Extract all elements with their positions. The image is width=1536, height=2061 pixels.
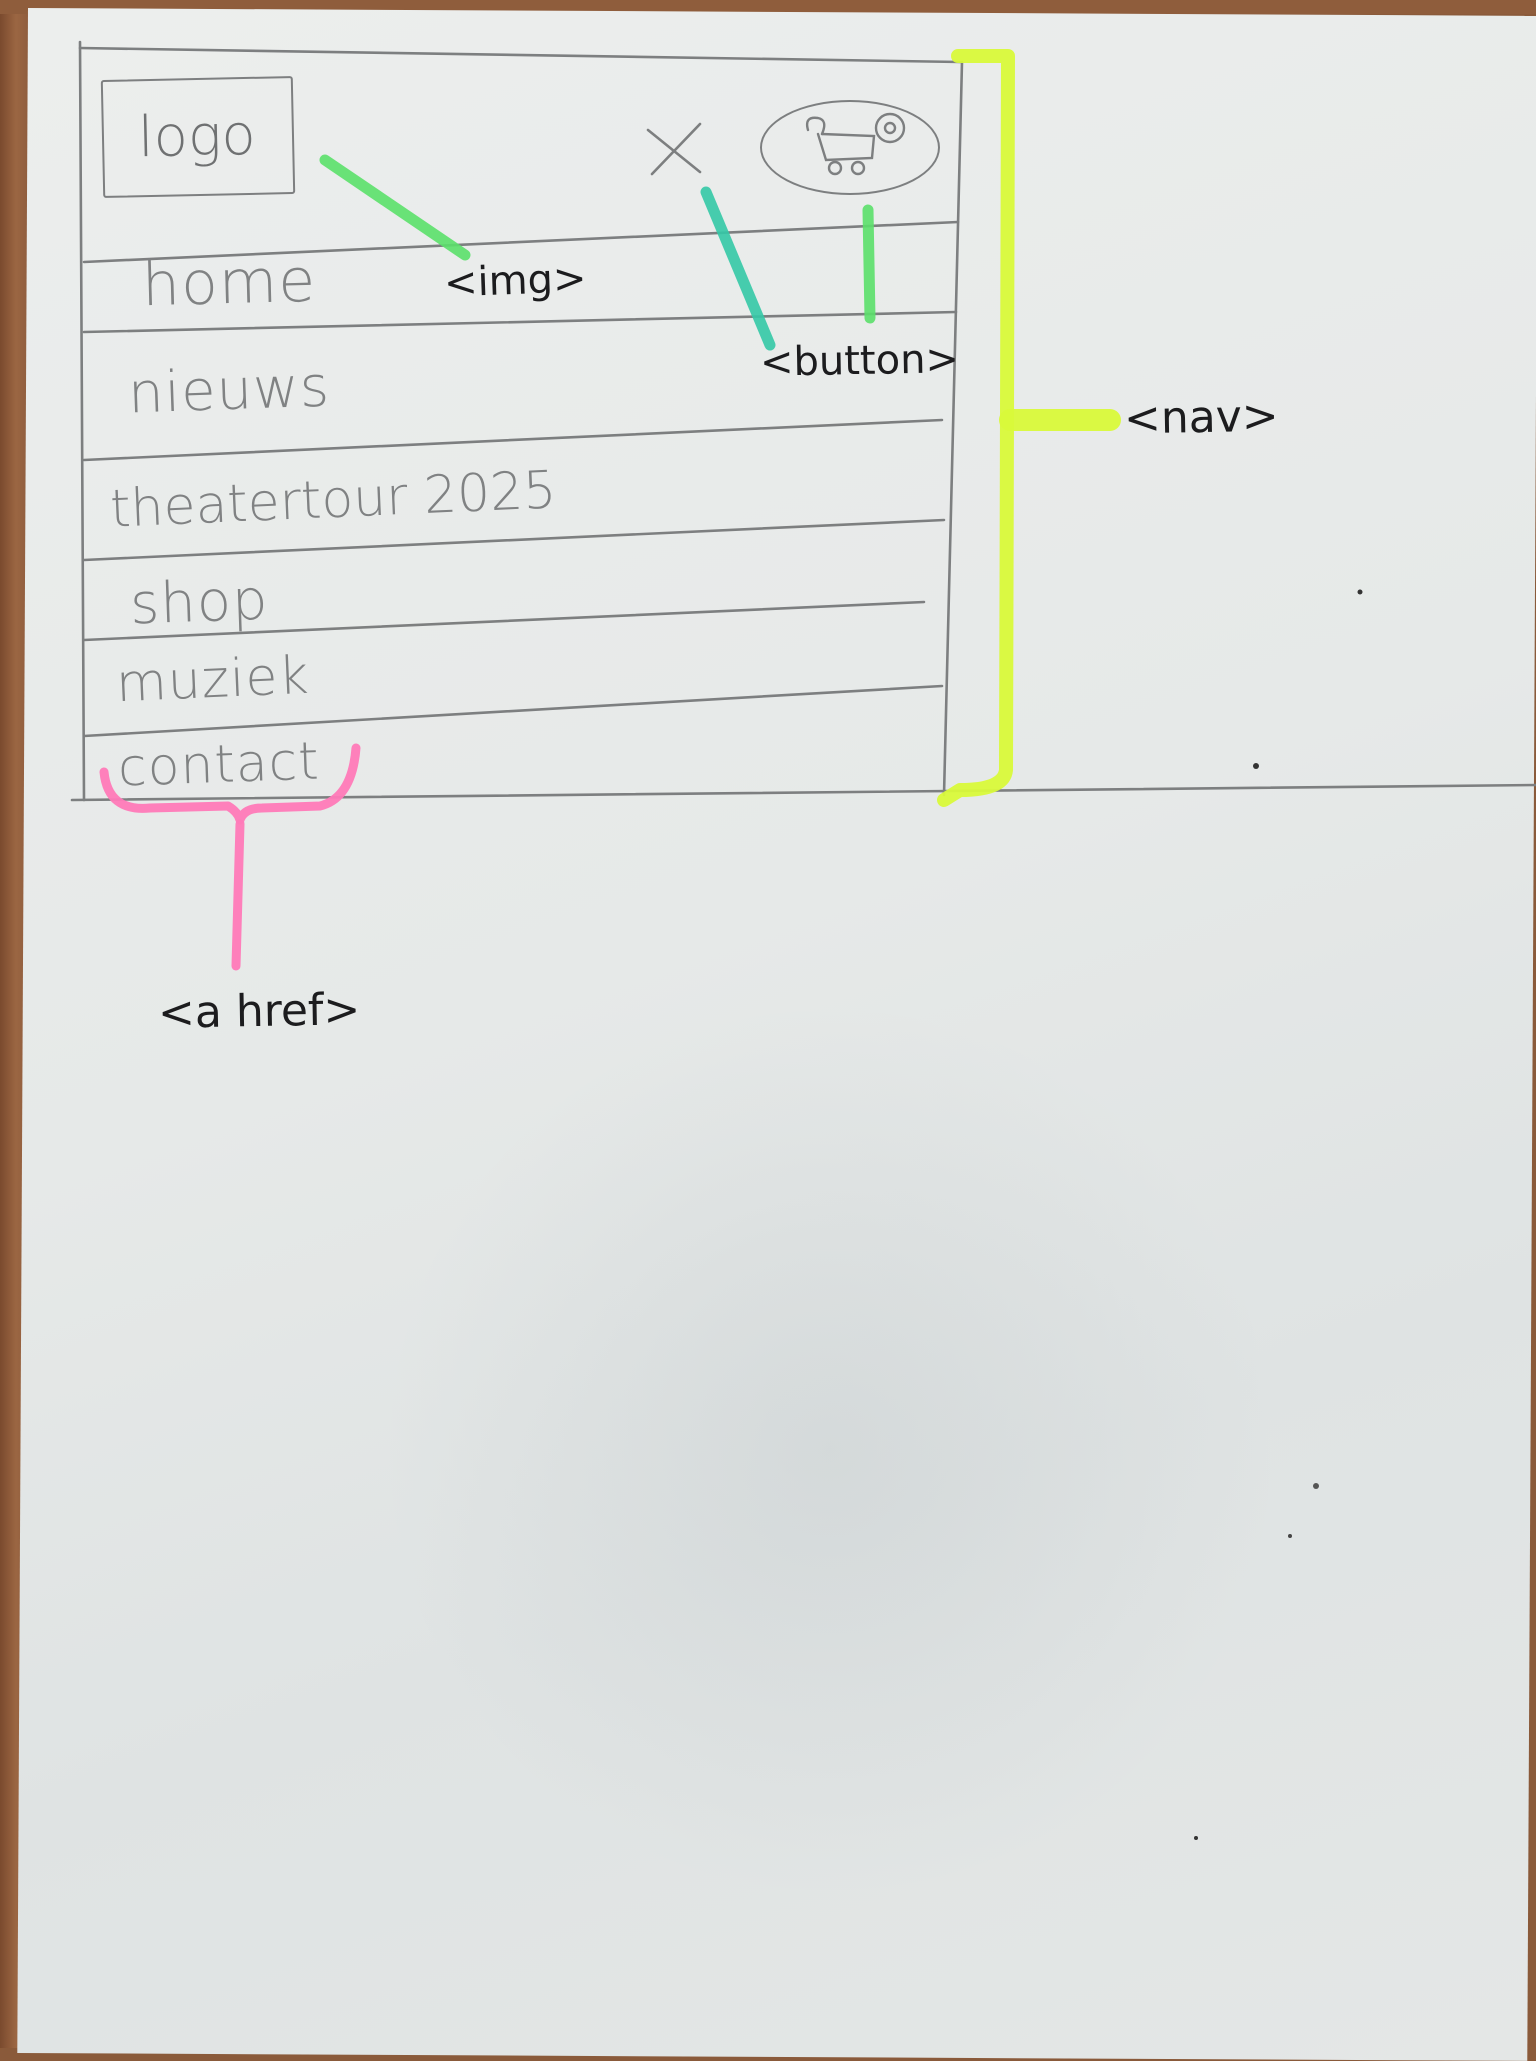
nav-link-contact[interactable]: contact bbox=[117, 731, 321, 799]
paper-speck bbox=[1357, 589, 1363, 595]
paper-speck bbox=[1313, 1483, 1319, 1489]
nav-bracket-marker bbox=[937, 49, 1015, 807]
row-divider-2 bbox=[82, 418, 944, 462]
button-pointer-marker-cart bbox=[862, 204, 876, 324]
nav-link-muziek[interactable]: muziek bbox=[114, 645, 311, 715]
nav-link-nieuws[interactable]: nieuws bbox=[126, 354, 332, 427]
row-divider-4 bbox=[82, 600, 926, 642]
annotation-button: <button> bbox=[759, 336, 960, 386]
header-divider bbox=[82, 220, 960, 264]
row-divider-3 bbox=[82, 518, 946, 562]
a-href-stem-marker bbox=[231, 819, 245, 971]
paper-speck bbox=[1194, 1836, 1198, 1840]
nav-frame-left bbox=[78, 40, 86, 802]
logo-image[interactable]: logo bbox=[100, 76, 296, 198]
cart-button[interactable] bbox=[760, 100, 940, 195]
annotation-nav: <nav> bbox=[1123, 390, 1280, 445]
logo-text: logo bbox=[137, 102, 257, 171]
paper-speck bbox=[1288, 1534, 1292, 1538]
close-menu-button[interactable] bbox=[640, 120, 708, 188]
paper-shadow bbox=[380, 1000, 1280, 1900]
row-divider-1 bbox=[82, 310, 958, 334]
nav-frame-bottom bbox=[70, 783, 1536, 802]
button-pointer-marker-close bbox=[700, 186, 776, 351]
annotation-img: <img> bbox=[443, 255, 588, 307]
nav-link-shop[interactable]: shop bbox=[128, 567, 270, 638]
close-x-stroke-2 bbox=[650, 122, 702, 176]
row-divider-5 bbox=[82, 684, 944, 738]
nav-link-home[interactable]: home bbox=[141, 245, 317, 321]
nav-frame-right bbox=[942, 60, 964, 797]
paper-speck bbox=[1253, 763, 1259, 769]
nav-frame-top bbox=[78, 46, 962, 64]
img-pointer-marker bbox=[319, 154, 471, 261]
annotation-a-href: <a href> bbox=[157, 984, 361, 1039]
